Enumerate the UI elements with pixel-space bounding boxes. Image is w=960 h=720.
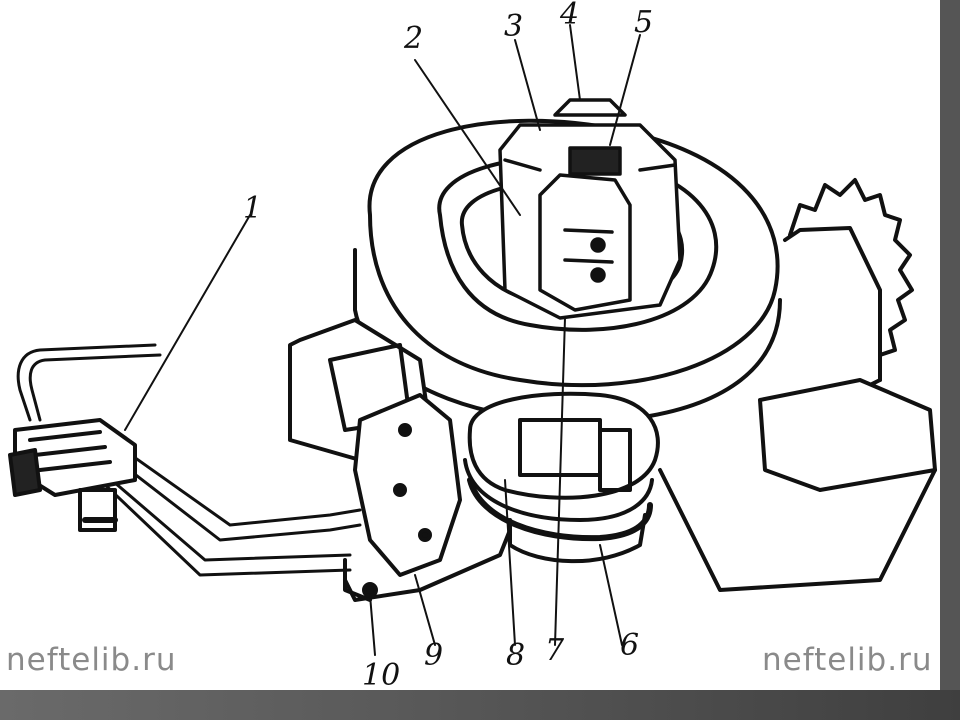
callout-9: 9: [424, 638, 443, 673]
callout-3: 3: [504, 9, 523, 44]
callout-2: 2: [403, 21, 423, 56]
motor-box: [658, 378, 937, 592]
callout-8: 8: [506, 638, 525, 673]
callout-7: 7: [545, 633, 565, 668]
mechanism-diagram: 1 2 3 4 5 6 7 8 9 10: [8, 0, 937, 690]
callout-6: 6: [620, 628, 639, 663]
watermark-left: neftelib.ru: [6, 642, 177, 678]
slide-right-border: [940, 0, 960, 720]
watermark-right: neftelib.ru: [762, 642, 933, 678]
callout-5: 5: [634, 5, 653, 40]
callout-1: 1: [243, 191, 262, 226]
slide-bottom-border: [0, 690, 960, 720]
lower-drum: [463, 391, 660, 564]
leader-lines: [124, 24, 641, 656]
callout-4: 4: [559, 0, 579, 32]
control-valve: [8, 418, 137, 532]
air-lines: [16, 343, 362, 577]
drive-sprocket: [778, 178, 914, 402]
central-chuck: [498, 98, 682, 320]
callout-10: 10: [362, 658, 400, 690]
